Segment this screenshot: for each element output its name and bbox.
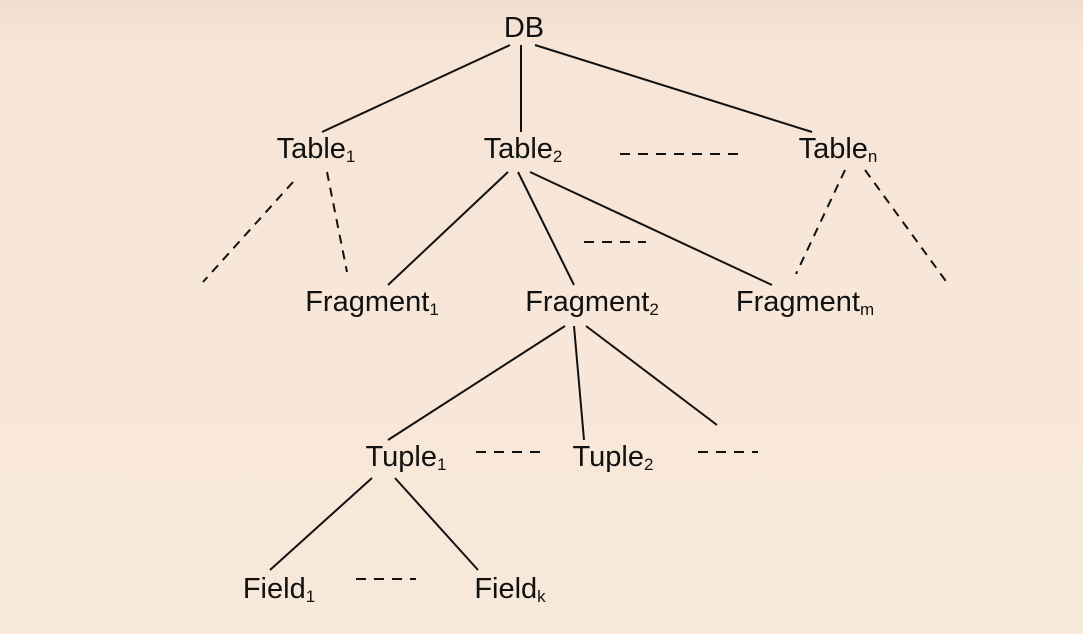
node-table-1-label: Table xyxy=(276,133,346,165)
node-table-1: Table1 xyxy=(276,133,356,166)
node-fragment-m: Fragmentm xyxy=(735,286,875,319)
node-tuple-2-subscript: 2 xyxy=(644,455,654,474)
node-table-2: Table2 xyxy=(483,133,563,166)
edge-table2-fragmentm xyxy=(529,171,773,286)
node-fragment-2-label: Fragment xyxy=(525,286,650,318)
node-field-k-subscript: k xyxy=(537,587,546,606)
node-table-1-subscript: 1 xyxy=(345,147,356,166)
node-table-2-label: Table xyxy=(483,133,553,165)
edge-fragment2-more xyxy=(585,325,718,426)
edge-fragment2-tuple2 xyxy=(573,325,585,441)
node-db-label: DB xyxy=(503,12,545,44)
node-fragment-1-subscript: 1 xyxy=(429,300,439,319)
edge-db-table1 xyxy=(321,44,511,133)
node-tuple-2: Tuple2 xyxy=(572,441,654,474)
edge-tuple1-fieldk xyxy=(394,477,479,571)
node-field-k: Fieldk xyxy=(474,573,546,606)
edge-tablen-dashed-fragmentm xyxy=(795,169,846,275)
node-fragment-1: Fragment1 xyxy=(305,286,439,319)
edge-table1-dashed-left xyxy=(202,181,294,283)
node-tuple-1: Tuple1 xyxy=(365,441,447,474)
node-field-1: Field1 xyxy=(242,573,316,606)
node-fragment-2-subscript: 2 xyxy=(649,300,659,319)
node-tuple-1-label: Tuple xyxy=(365,441,437,473)
edge-fragment2-tuple1 xyxy=(387,325,566,441)
edge-db-tablen xyxy=(534,44,813,133)
edge-table2-fragment1 xyxy=(387,171,509,286)
edge-tuple1-field1 xyxy=(269,477,373,571)
node-field-1-label: Field xyxy=(242,573,306,605)
node-field-k-label: Field xyxy=(474,573,538,605)
node-db: DB xyxy=(504,14,544,43)
node-fragment-m-subscript: m xyxy=(859,300,875,319)
node-field-1-subscript: 1 xyxy=(305,587,316,606)
edge-tablen-dashed-right xyxy=(864,169,949,285)
node-tuple-2-label: Tuple xyxy=(572,441,644,473)
edge-table2-fragment2 xyxy=(517,171,575,286)
node-table-n-subscript: n xyxy=(867,147,878,166)
node-tuple-1-subscript: 1 xyxy=(437,455,447,474)
node-fragment-1-label: Fragment xyxy=(305,286,430,318)
node-table-2-subscript: 2 xyxy=(552,147,563,166)
node-table-n: Tablen xyxy=(798,133,878,166)
node-fragment-2: Fragment2 xyxy=(525,286,659,319)
node-fragment-m-label: Fragment xyxy=(735,286,860,318)
node-table-n-label: Table xyxy=(798,133,868,165)
edge-table1-dashed-fragment1 xyxy=(326,171,348,273)
